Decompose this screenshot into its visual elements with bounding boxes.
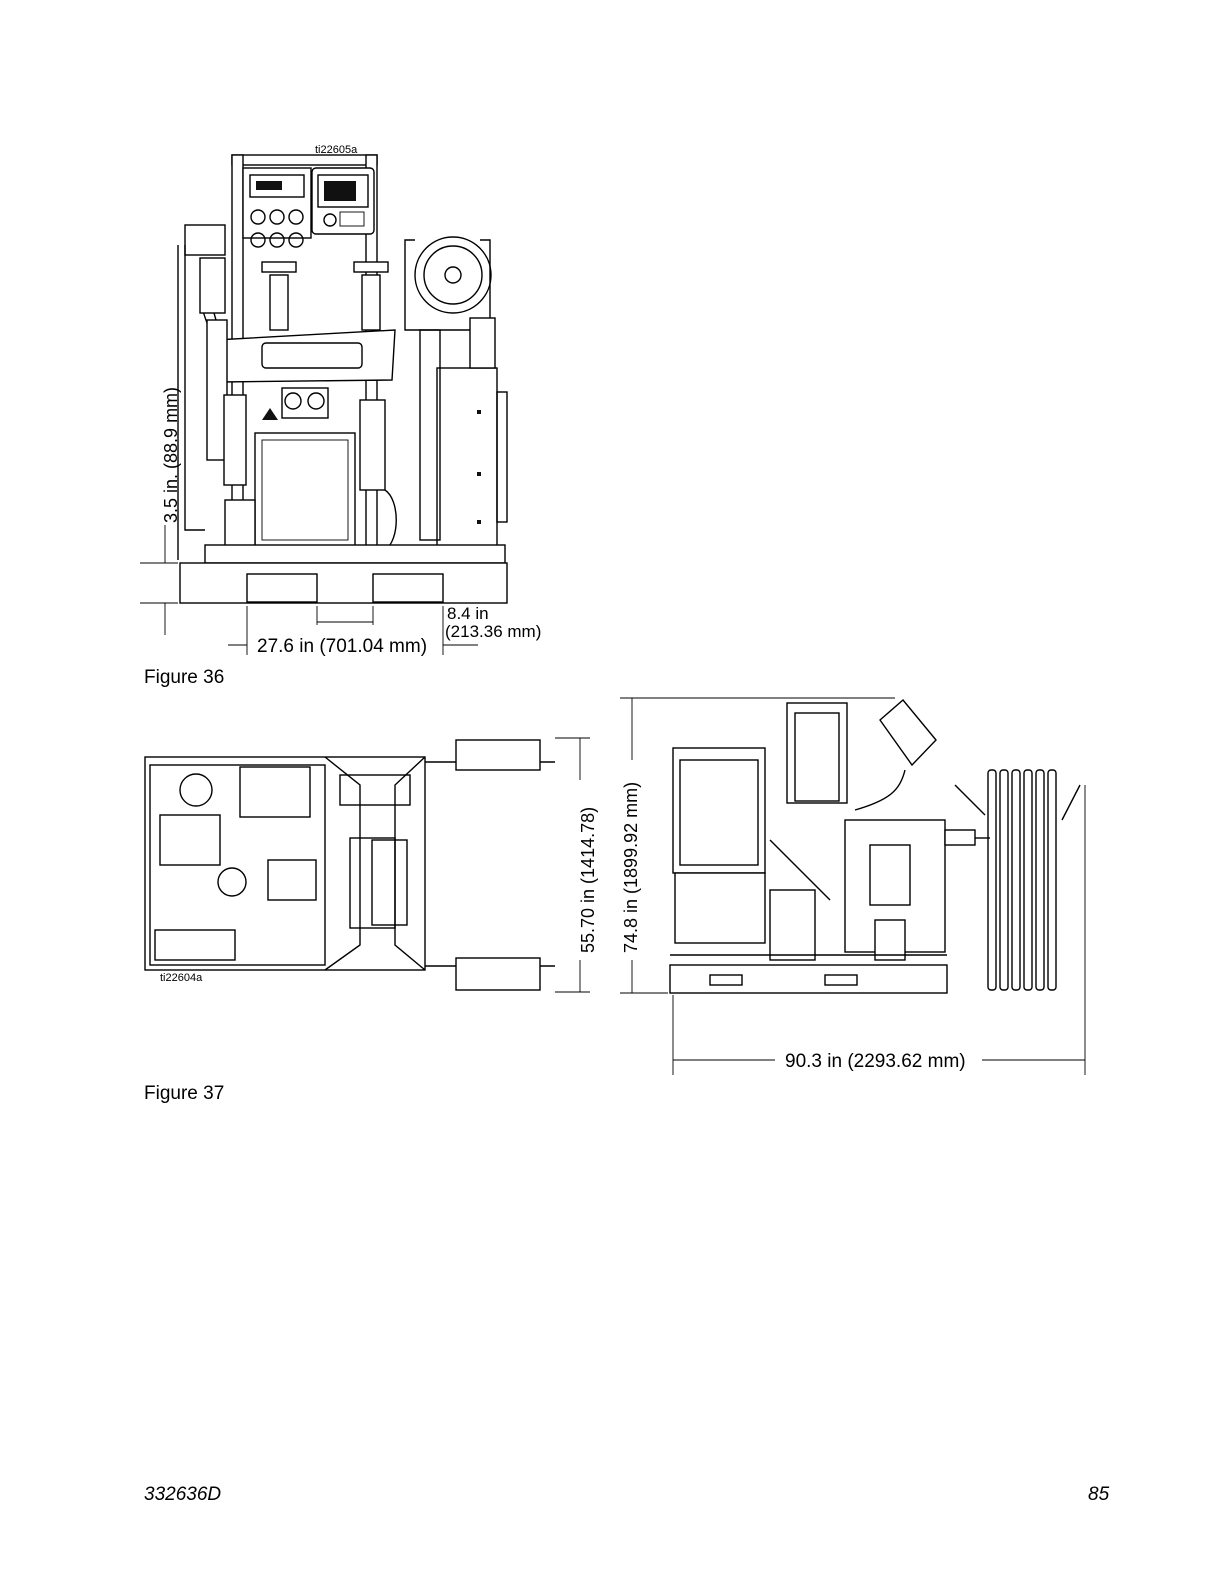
forklift-pocket-right — [373, 574, 443, 602]
frame-top-rail — [232, 155, 377, 165]
right-pump-cylinder — [360, 400, 385, 490]
fig36-height-dimension: 3.5 in. (88.9 mm) — [161, 387, 181, 523]
motor-enclosure — [255, 433, 355, 548]
side-view — [670, 700, 990, 993]
figure-36-caption: Figure 36 — [144, 667, 224, 689]
skid — [180, 563, 507, 603]
fig36-offset-dimension: 8.4 in — [447, 604, 489, 623]
filter-bowl — [225, 500, 255, 550]
control-panel — [243, 168, 374, 247]
figure-36-image-id: ti22605a — [315, 144, 358, 156]
hose-reel — [405, 237, 491, 330]
figure-36-drawing: ti22605a — [0, 0, 1224, 700]
base-plate — [205, 545, 505, 563]
top-view — [145, 740, 555, 990]
figure-37-image-id: ti22604a — [160, 972, 203, 984]
figure-37-drawing: ti22604a 55.70 in (1414.78) — [0, 690, 1224, 1090]
document-number: 332636D — [144, 1484, 221, 1506]
page-number: 85 — [1088, 1484, 1109, 1506]
fig37-length-dimension: 90.3 in (2293.62 mm) — [785, 1051, 966, 1072]
fig37-depth-dimension: 55.70 in (1414.78) — [578, 807, 598, 953]
fig36-offset-dimension-mm: (213.36 mm) — [445, 622, 541, 641]
electrical-cabinet — [420, 318, 507, 546]
fig37-height-dimension: 74.8 in (1899.92 mm) — [621, 782, 641, 953]
hose-reel-side — [955, 770, 1080, 990]
figure-37-caption: Figure 37 — [144, 1083, 224, 1105]
forklift-pocket-left — [247, 574, 317, 602]
fig36-width-dimension: 27.6 in (701.04 mm) — [257, 636, 427, 657]
